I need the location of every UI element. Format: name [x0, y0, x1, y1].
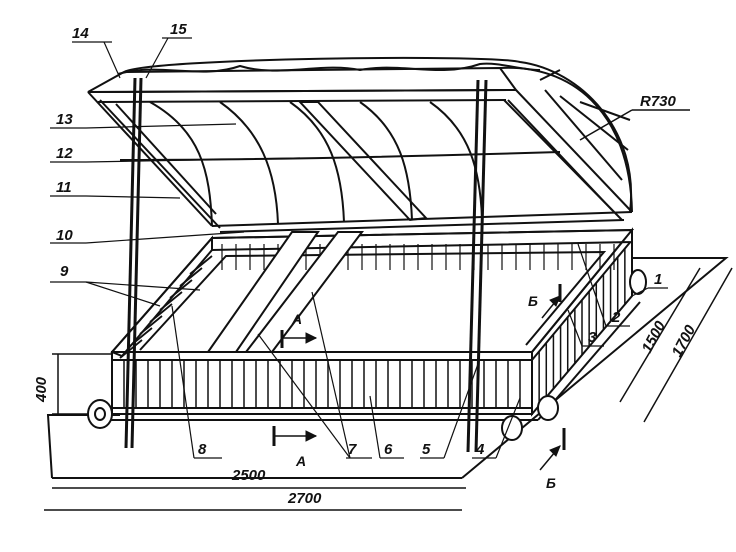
- front-panel-boards: [123, 360, 521, 408]
- part-label-6: 6: [384, 441, 393, 458]
- radius-label: R730: [640, 93, 677, 110]
- section-mark-a-inner: [280, 330, 318, 348]
- part-label-7: 7: [348, 441, 357, 458]
- part-label-12: 12: [56, 145, 73, 162]
- part-label-3: 3: [588, 329, 597, 346]
- part-label-2: 2: [611, 309, 621, 326]
- height-dimension: [52, 353, 112, 415]
- part-label-11: 11: [56, 179, 72, 196]
- left-board: [179, 267, 203, 287]
- left-board: [139, 315, 163, 335]
- left-board: [159, 291, 183, 311]
- length-dimensions: [44, 487, 466, 511]
- left-board: [119, 339, 143, 359]
- part-label-1: 1: [654, 271, 662, 288]
- section-mark-a-bottom: [272, 426, 318, 446]
- part-label-4: 4: [475, 441, 485, 458]
- width-dimensions: [619, 267, 733, 423]
- left-board: [189, 255, 213, 275]
- section-mark-b-inner: [541, 284, 562, 319]
- left-board: [149, 303, 173, 323]
- box-frame: [108, 227, 641, 421]
- lid-cover: [87, 56, 633, 233]
- section-label-b-bottom: Б: [546, 475, 556, 491]
- section-label-a-bottom: A: [295, 453, 306, 469]
- dimension-length-2500: 2500: [231, 467, 266, 484]
- part-label-15: 15: [170, 21, 187, 38]
- section-label-a-inner: A: [291, 311, 302, 327]
- dimension-height-400: 400: [33, 376, 50, 403]
- section-mark-b-bottom: [539, 428, 566, 471]
- radius-leader: [579, 109, 633, 141]
- part-label-8: 8: [198, 441, 207, 458]
- support-posts: [124, 77, 488, 453]
- part-label-10: 10: [56, 227, 73, 244]
- cross-boards: [206, 231, 364, 353]
- part-label-13: 13: [56, 111, 73, 128]
- dimension-width-1500: 1500: [639, 318, 670, 356]
- dimension-width-1700: 1700: [669, 322, 700, 360]
- part-label-14: 14: [72, 25, 89, 42]
- section-label-b-inner: Б: [528, 293, 538, 309]
- part-label-9: 9: [60, 263, 69, 280]
- rollers: [87, 269, 647, 441]
- dimension-length-2700: 2700: [287, 490, 322, 507]
- leader-lines: [50, 37, 668, 459]
- part-label-5: 5: [422, 441, 431, 458]
